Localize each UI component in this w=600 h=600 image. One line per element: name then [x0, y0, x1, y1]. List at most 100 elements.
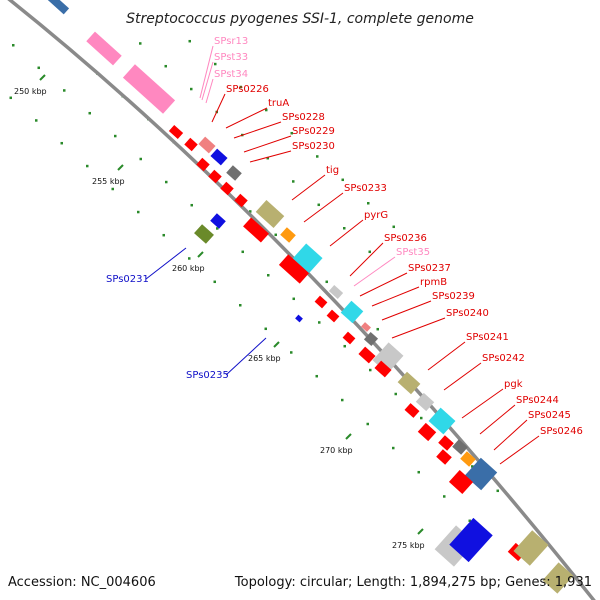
label-leader — [303, 192, 344, 223]
gene-label: SPs0231 — [106, 274, 149, 285]
label-leader — [201, 61, 214, 101]
summary-text: Topology: circular; Length: 1,894,275 bp… — [234, 575, 592, 590]
gene-label: SPs0233 — [344, 183, 387, 194]
tick-dot — [239, 304, 242, 307]
tick-dot — [341, 398, 344, 402]
label-leader — [205, 78, 214, 104]
tick-dot — [292, 297, 295, 301]
tick-dot — [111, 187, 114, 191]
tick-dot — [213, 280, 216, 284]
tick-dot — [368, 250, 371, 254]
tick-dot — [292, 180, 295, 183]
feature-block — [194, 224, 214, 244]
gene-label: SPs0237 — [408, 263, 451, 274]
kbp-tick — [345, 433, 352, 440]
tick-dot — [367, 202, 370, 205]
tick-dot — [164, 64, 167, 68]
label-leader — [211, 93, 226, 123]
label-leader — [479, 404, 516, 435]
tick-dot — [249, 210, 252, 213]
label-leader — [461, 388, 504, 419]
label-leader — [371, 286, 420, 307]
tick-dot — [366, 422, 369, 426]
label-leader — [145, 247, 187, 280]
label-leader — [359, 272, 408, 297]
kbp-tick — [39, 74, 46, 81]
tick-dot — [290, 131, 293, 135]
feature-block — [452, 439, 468, 455]
kbp-label: 265 kbp — [248, 354, 281, 363]
feature-block — [226, 165, 242, 181]
label-leader — [499, 435, 540, 465]
tick-dot — [265, 108, 268, 112]
tick-dot — [63, 89, 66, 92]
cds-feature — [168, 125, 184, 139]
tick-dot — [315, 374, 318, 378]
label-leader — [233, 121, 282, 139]
tick-dot — [420, 416, 423, 420]
feature-block — [255, 200, 285, 228]
gene-label: rpmB — [420, 277, 447, 288]
tick-dot — [341, 178, 344, 182]
cds-feature — [234, 193, 248, 208]
tick-dot — [325, 280, 328, 284]
tick-dot — [190, 87, 193, 91]
tick-dot — [114, 134, 117, 138]
gene-label: SPs0244 — [516, 395, 559, 406]
tick-dot — [266, 156, 269, 160]
gene-label: SPsr13 — [214, 36, 248, 47]
label-leader — [493, 419, 528, 451]
tick-dot — [264, 327, 267, 331]
cds-feature — [220, 181, 234, 196]
label-leaders — [145, 45, 540, 465]
label-leader — [443, 362, 482, 391]
tick-dot — [443, 495, 446, 498]
tick-dot — [162, 233, 165, 237]
kbp-label: 255 kbp — [92, 177, 125, 186]
feature-block — [295, 314, 303, 323]
kbp-label: 270 kbp — [320, 446, 353, 455]
gene-label: SPs0241 — [466, 332, 509, 343]
tick-dot — [88, 111, 91, 115]
gene-label: SPst34 — [214, 69, 248, 80]
tick-dot — [188, 39, 191, 43]
tick-dot — [290, 351, 293, 354]
gene-label: SPs0245 — [528, 410, 571, 421]
cds-feature — [208, 169, 222, 184]
tick-dot — [267, 274, 270, 277]
tick-dot — [239, 85, 242, 89]
gene-label: SPs0226 — [226, 84, 269, 95]
cds-feature — [436, 449, 452, 465]
tick-dot — [317, 203, 320, 207]
label-leader — [381, 300, 432, 321]
tick-dot — [9, 96, 12, 100]
feature-block — [198, 136, 216, 154]
tick-dot — [241, 250, 244, 254]
tick-dot — [392, 446, 395, 450]
label-leader — [225, 107, 268, 129]
label-leader — [291, 174, 326, 201]
rna-feature — [122, 64, 176, 114]
rna-feature — [86, 31, 122, 66]
cds-feature — [196, 157, 210, 172]
tick-dot — [318, 321, 321, 324]
gene-label: tig — [326, 165, 339, 176]
accession-text: Accession: NC_004606 — [8, 575, 156, 590]
map-title: Streptococcus pyogenes SSI-1, complete g… — [126, 11, 474, 27]
feature-block — [449, 517, 493, 563]
tick-dot — [139, 157, 142, 161]
tick-dot — [343, 227, 346, 230]
label-leader — [225, 337, 267, 376]
gene-label: SPs0230 — [292, 141, 335, 152]
cds-feature — [374, 360, 392, 378]
label-leader — [243, 135, 292, 153]
cds-feature — [184, 137, 198, 152]
tick-dot — [190, 203, 193, 207]
gene-label: SPs0236 — [384, 233, 427, 244]
feature-block — [361, 322, 371, 332]
feature-block — [42, 0, 70, 15]
feature-track — [42, 0, 574, 594]
